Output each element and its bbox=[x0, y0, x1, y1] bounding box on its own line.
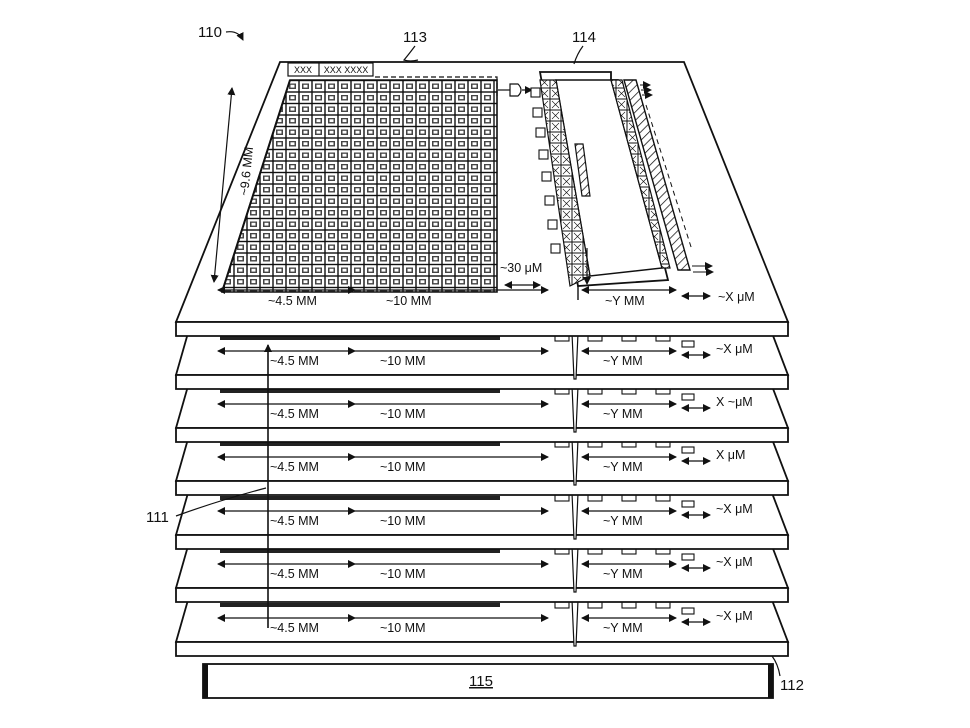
layer-dim-4: ~X μM bbox=[716, 555, 753, 569]
ref-via: 111 bbox=[146, 509, 169, 526]
top-dim-4: ~X μM bbox=[718, 290, 755, 304]
reference-labels: 110 113 114 111 112 bbox=[146, 24, 804, 694]
layer-dim-1: ~4.5 MM bbox=[270, 567, 319, 581]
layer-dim-2: ~10 MM bbox=[380, 514, 426, 528]
layer-array-strip bbox=[220, 549, 500, 553]
layer-dim-2: ~10 MM bbox=[380, 354, 426, 368]
layer-dim-4: X ~μM bbox=[716, 395, 753, 409]
layer-dim-4: ~X μM bbox=[716, 342, 753, 356]
top-layer-dimensions: ~9.6 MM ~30 μM ~4.5 MM ~10 MM ~Y MM ~X μ… bbox=[210, 87, 755, 308]
ref-logic: 114 bbox=[572, 29, 596, 46]
layer-pad bbox=[681, 607, 695, 615]
layer-dim-1: ~4.5 MM bbox=[270, 354, 319, 368]
layer-dim-2: ~10 MM bbox=[380, 621, 426, 635]
layer-dim-3: ~Y MM bbox=[603, 407, 643, 421]
top-layer: XXX XXX XXXX bbox=[174, 61, 790, 337]
memory-array bbox=[220, 79, 498, 293]
layer-dim-2: ~10 MM bbox=[380, 567, 426, 581]
layer-dim-1: ~4.5 MM bbox=[270, 514, 319, 528]
stack-layer: ~4.5 MM ~10 MM ~Y MM ~X μM bbox=[174, 545, 790, 603]
layer-dim-4: ~X μM bbox=[716, 502, 753, 516]
stack-layer: ~4.5 MM ~10 MM ~Y MM X μM bbox=[174, 438, 790, 496]
layer-pad bbox=[681, 340, 695, 348]
layer-pad bbox=[681, 446, 695, 454]
layer-pad bbox=[681, 553, 695, 561]
layer-dim-2: ~10 MM bbox=[380, 407, 426, 421]
layer-pad bbox=[681, 500, 695, 508]
layer-array-strip bbox=[220, 442, 500, 446]
top-dim-2: ~10 MM bbox=[386, 294, 432, 308]
top-dim-3: ~Y MM bbox=[605, 294, 645, 308]
layer-dim-4: X μM bbox=[716, 448, 745, 462]
height-dim-label: ~9.6 MM bbox=[237, 146, 256, 196]
logic-block bbox=[530, 71, 671, 300]
layer-dim-1: ~4.5 MM bbox=[270, 407, 319, 421]
driver-column bbox=[623, 79, 714, 276]
layer-dim-1: ~4.5 MM bbox=[270, 460, 319, 474]
layer-dim-3: ~Y MM bbox=[603, 621, 643, 635]
ref-assembly: 110 bbox=[198, 24, 222, 41]
stack-layer: ~4.5 MM ~10 MM ~Y MM X ~μM bbox=[174, 385, 790, 443]
top-dim-1: ~4.5 MM bbox=[268, 294, 317, 308]
layer-dim-3: ~Y MM bbox=[603, 567, 643, 581]
layer-dim-3: ~Y MM bbox=[603, 460, 643, 474]
ref-array: 113 bbox=[403, 29, 427, 46]
base-substrate: 115 bbox=[202, 663, 774, 699]
layer-dim-4: ~X μM bbox=[716, 609, 753, 623]
layer-array-strip bbox=[220, 603, 500, 607]
layer-pad bbox=[681, 393, 695, 401]
layer-dim-1: ~4.5 MM bbox=[270, 621, 319, 635]
layer-dim-3: ~Y MM bbox=[603, 354, 643, 368]
layer-array-strip bbox=[220, 496, 500, 500]
layer-dim-2: ~10 MM bbox=[380, 460, 426, 474]
header-box-right-text: XXX XXXX bbox=[324, 65, 369, 75]
stack-layer: ~4.5 MM ~10 MM ~Y MM ~X μM bbox=[174, 599, 790, 657]
array-header-box: XXX XXX XXXX bbox=[287, 62, 374, 77]
ref-stack: 112 bbox=[780, 677, 804, 694]
stack-layer: ~4.5 MM ~10 MM ~Y MM ~X μM bbox=[174, 492, 790, 550]
layer-array-strip bbox=[220, 336, 500, 340]
header-box-left-text: XXX bbox=[294, 65, 312, 75]
base-label: 115 bbox=[469, 673, 493, 690]
gap-dim-label: ~30 μM bbox=[500, 261, 542, 275]
layer-array-strip bbox=[220, 389, 500, 393]
layer-stack: ~4.5 MM ~10 MM ~Y MM ~X μM ~4.5 MM ~10 MM ~Y M… bbox=[174, 332, 790, 657]
layer-dim-3: ~Y MM bbox=[603, 514, 643, 528]
